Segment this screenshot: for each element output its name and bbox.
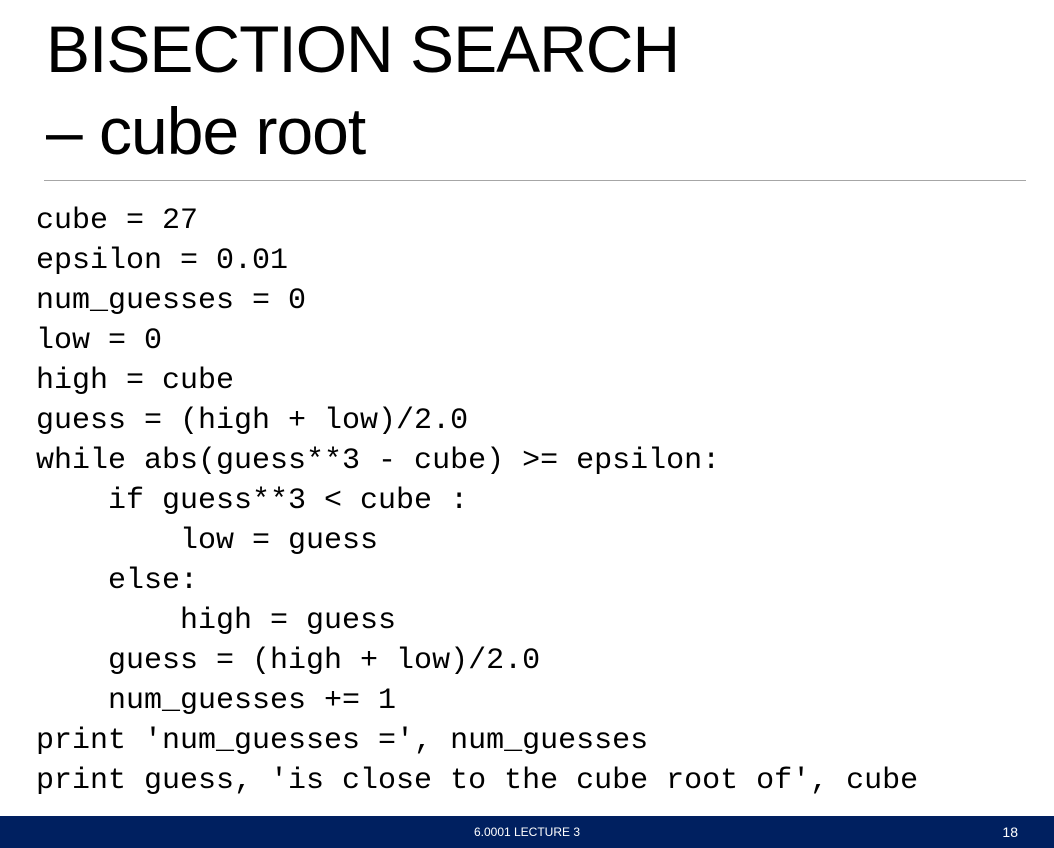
code-line: cube = 27: [36, 204, 199, 238]
page-number: 18: [1002, 824, 1018, 840]
code-line: guess = (high + low)/2.0: [36, 404, 469, 438]
code-block: cube = 27 epsilon = 0.01 num_guesses = 0…: [36, 201, 918, 801]
code-line: if guess**3 < cube :: [36, 484, 469, 518]
code-line: num_guesses = 0: [36, 284, 307, 318]
slide-title-line-2: – cube root: [46, 94, 366, 168]
code-line: high = cube: [36, 364, 235, 398]
code-line: print guess, 'is close to the cube root …: [36, 764, 919, 798]
code-line: low = 0: [36, 324, 163, 358]
footer-bar: 6.0001 LECTURE 3 18: [0, 816, 1054, 848]
code-line: epsilon = 0.01: [36, 244, 289, 278]
footer-course-label: 6.0001 LECTURE 3: [473, 825, 581, 839]
code-line: high = guess: [36, 604, 397, 638]
code-line: num_guesses += 1: [36, 684, 397, 718]
code-line: print 'num_guesses =', num_guesses: [36, 724, 649, 758]
code-line: guess = (high + low)/2.0: [36, 644, 541, 678]
code-line: low = guess: [36, 524, 379, 558]
slide-title-line-1: BISECTION SEARCH: [46, 12, 680, 86]
slide-title: BISECTION SEARCH – cube root: [46, 8, 680, 172]
code-line: else:: [36, 564, 199, 598]
code-line: while abs(guess**3 - cube) >= epsilon:: [36, 444, 721, 478]
title-divider: [44, 180, 1026, 181]
